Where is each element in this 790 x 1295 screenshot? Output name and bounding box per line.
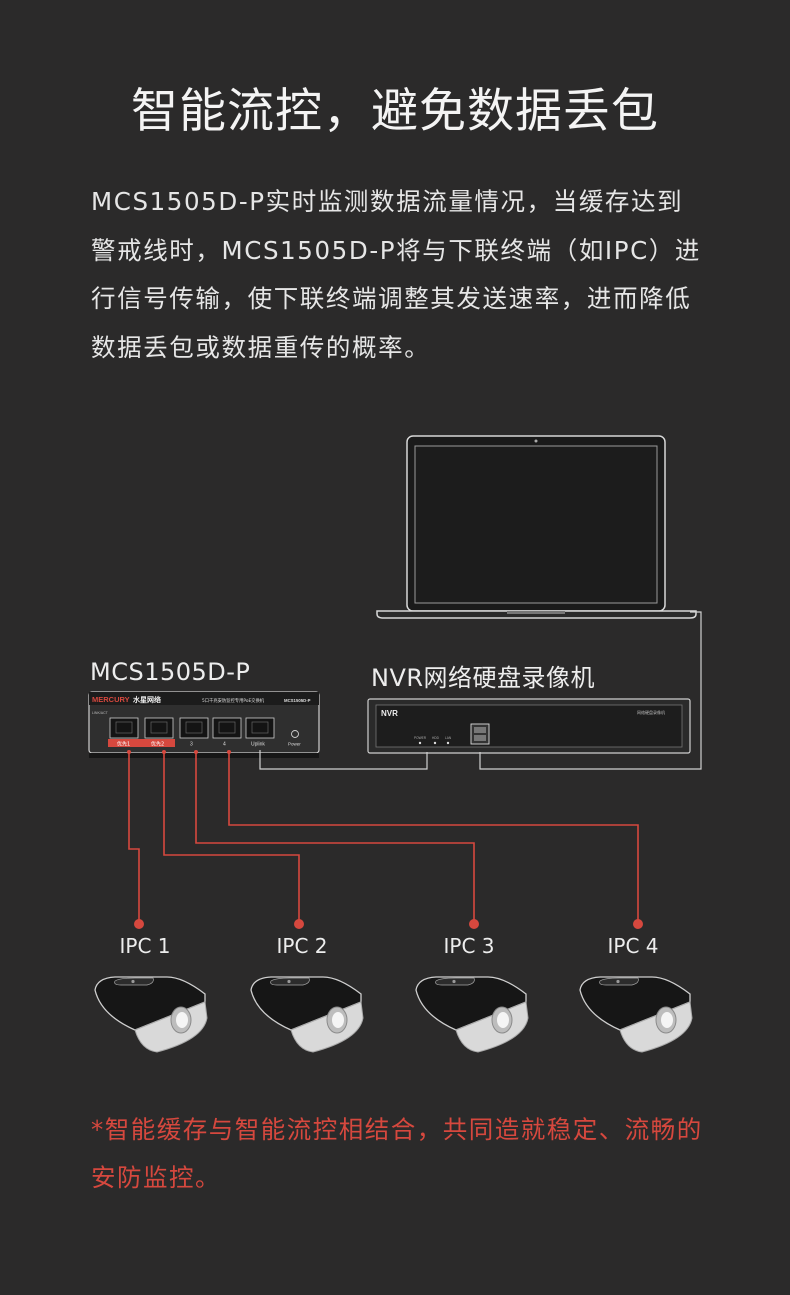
nvr-panel-text: NVR — [381, 709, 398, 718]
nvr-led-power: POWER — [414, 736, 427, 740]
port-label-2: 优先2 — [151, 741, 164, 748]
nvr-device: NVR 网络硬盘录像机 POWER HDD LAN — [367, 698, 691, 754]
poe-cables — [128, 752, 639, 924]
power-label: Power — [288, 742, 301, 747]
network-cables — [259, 611, 702, 770]
nvr-led-lan: LAN — [445, 736, 452, 740]
power-button-icon — [291, 730, 299, 738]
switch-brand-cn: 水星网络 — [133, 695, 161, 704]
page-title: 智能流控，避免数据丢包 — [131, 84, 659, 139]
ipc-label-2: IPC 2 — [276, 934, 328, 958]
ipc-label-1: IPC 1 — [119, 934, 171, 958]
camera-icon-2 — [250, 976, 364, 1053]
laptop-icon — [376, 435, 697, 619]
switch-device: MERCURY 水星网络 5口千兆安防监控专用PoE交换机 MCS1505D-P… — [88, 691, 320, 758]
switch-brand: MERCURY — [92, 695, 130, 704]
port-label-4: 4 — [223, 742, 226, 748]
svg-text:LINK/ACT: LINK/ACT — [92, 711, 109, 715]
port-label-3: 3 — [190, 742, 193, 748]
footnote: *智能缓存与智能流控相结合，共同造就稳定、流畅的安防监控。 — [91, 1115, 703, 1192]
port-label-uplink: Uplink — [251, 742, 265, 748]
camera-icon-4 — [579, 976, 693, 1053]
port-label-1: 优先1 — [117, 741, 130, 748]
nvr-led-hdd: HDD — [432, 736, 440, 740]
nvr-label: NVR网络硬盘录像机 — [371, 664, 596, 692]
poe-endpoints — [127, 750, 643, 929]
switch-ports — [109, 717, 275, 739]
ipc-label-3: IPC 3 — [443, 934, 495, 958]
camera-icon-3 — [415, 976, 529, 1053]
switch-label: MCS1505D-P — [90, 658, 251, 686]
switch-model: MCS1505D-P — [284, 698, 311, 703]
nvr-panel-right: 网络硬盘录像机 — [637, 709, 665, 715]
intro-paragraph: MCS1505D-P实时监测数据流量情况，当缓存达到警戒线时，MCS1505D-… — [91, 187, 702, 362]
ipc-label-4: IPC 4 — [607, 934, 659, 958]
camera-icon-1 — [94, 976, 208, 1053]
switch-description: 5口千兆安防监控专用PoE交换机 — [202, 697, 265, 704]
